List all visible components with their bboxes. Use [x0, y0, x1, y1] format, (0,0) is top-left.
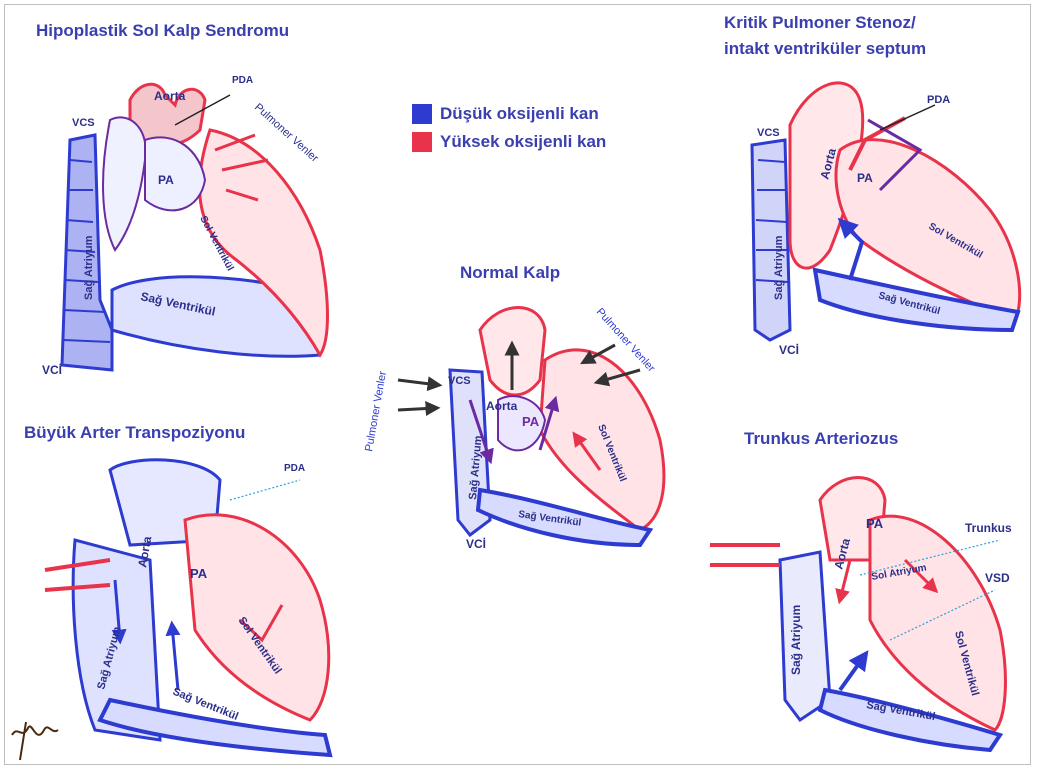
normal-heart-diagram: Pulmoner Venler Pulmoner Venler VCS Aort…: [363, 306, 664, 551]
truncus-pa-label: PA: [866, 516, 884, 531]
normal-vci-label: VCİ: [466, 536, 486, 551]
hlhs-right-atrium-label: Sağ Atriyum: [83, 235, 95, 300]
normal-vcs-label: VCS: [448, 375, 471, 387]
normal-pa-label: PA: [522, 414, 540, 429]
hlhs-aorta-label: Aorta: [154, 89, 186, 103]
hlhs-pa-label: PA: [158, 173, 174, 187]
hlhs-diagram: PDA Aorta VCS Pulmoner Venler PA Sağ Atr…: [42, 75, 328, 377]
hlhs-vcs-label: VCS: [72, 117, 95, 129]
artist-signature: [12, 722, 58, 760]
hlhs-pda-label: PDA: [232, 75, 253, 86]
critical-ps-diagram: PDA VCS Aorta PA Sağ Atriyum Sol Ventrik…: [752, 83, 1020, 357]
critical-ps-right-atrium-label: Sağ Atriyum: [773, 235, 785, 300]
critical-ps-pa-label: PA: [857, 171, 873, 185]
truncus-diagram: Aorta PA Trunkus Sol Atriyum VSD Sağ Atr…: [710, 478, 1012, 751]
critical-ps-vcs-label: VCS: [757, 127, 780, 139]
truncus-vsd-label: VSD: [985, 571, 1010, 585]
normal-aorta-label: Aorta: [486, 399, 518, 413]
tga-pa-label: PA: [190, 566, 208, 581]
critical-ps-vci-label: VCİ: [779, 342, 799, 357]
truncus-trunkus-label: Trunkus: [965, 521, 1012, 535]
critical-ps-pda-label: PDA: [927, 94, 950, 106]
hlhs-vci-label: VCİ: [42, 362, 62, 377]
truncus-right-atrium-label: Sağ Atriyum: [789, 605, 803, 675]
normal-pulmonary-veins-left-label: Pulmoner Venler: [363, 370, 389, 453]
tga-pda-label: PDA: [284, 463, 305, 474]
tga-diagram: PDA Aorta PA Sağ Atriyum Sol Ventrikül S…: [45, 460, 330, 755]
